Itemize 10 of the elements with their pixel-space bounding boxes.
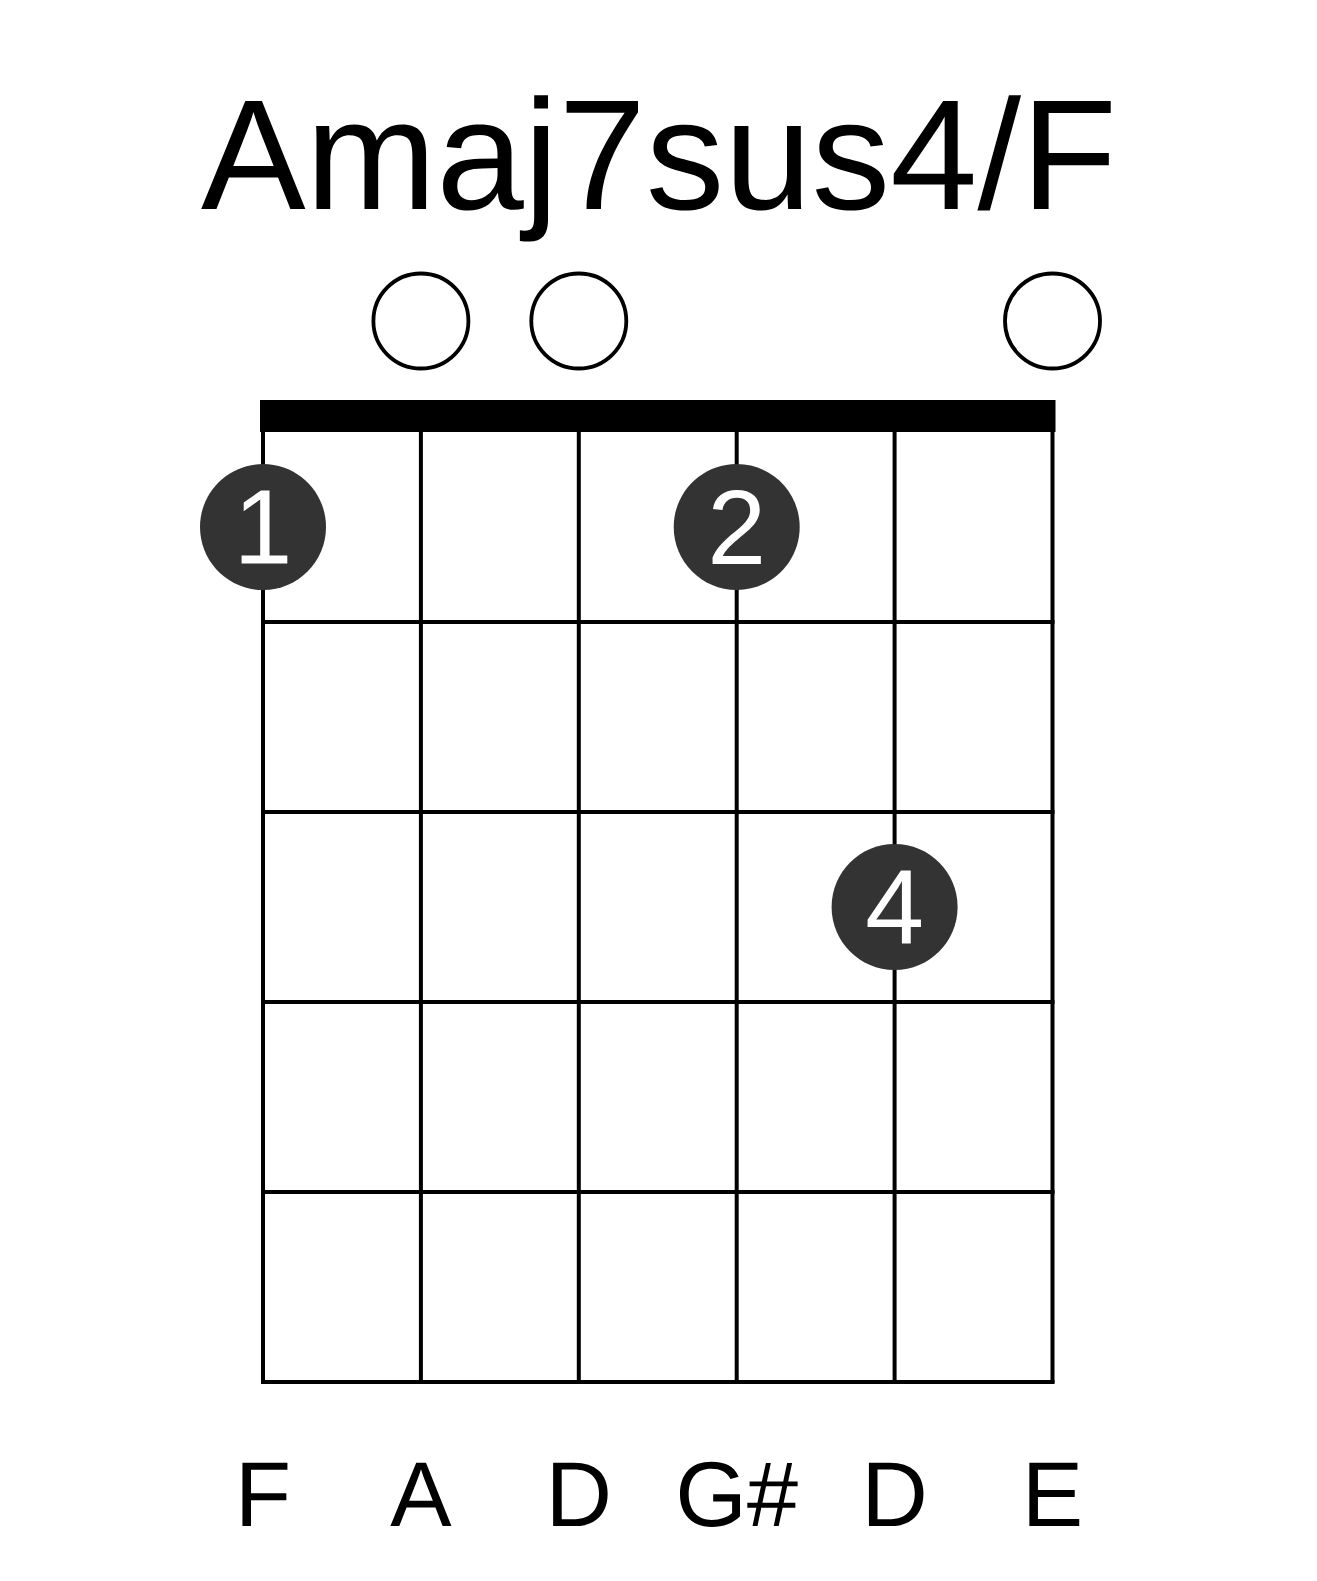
string-note-label: G#: [680, 1461, 798, 1527]
string-note-label: D: [868, 1462, 924, 1526]
string-note-label: E: [1029, 1462, 1080, 1526]
string-note-label: F: [242, 1462, 288, 1526]
open-string-circle: [529, 271, 629, 371]
open-string-circle: [371, 271, 471, 371]
string-note-label: A: [390, 1462, 452, 1526]
open-string-circle: [1003, 271, 1102, 371]
chord-title: Amaj7sus4/F: [201, 95, 1111, 242]
string-note-label: D: [553, 1462, 608, 1526]
